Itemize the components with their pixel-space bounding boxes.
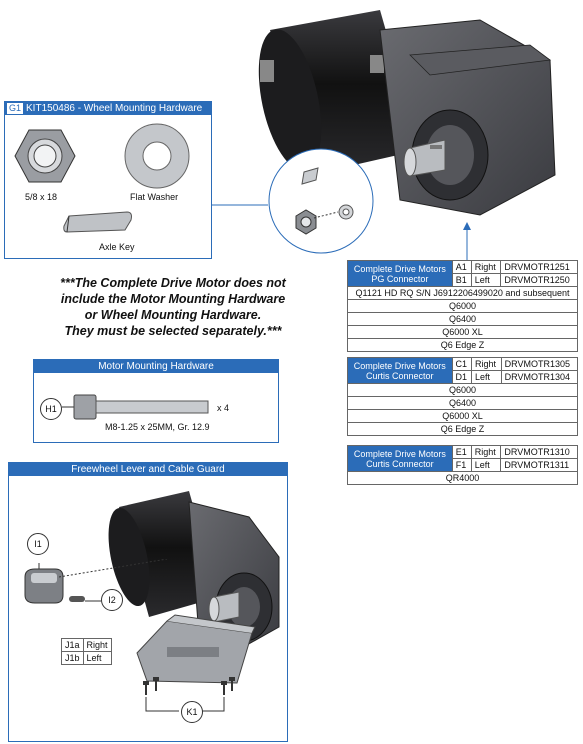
model-cell: Q6400	[347, 396, 578, 410]
j-side: Left	[82, 651, 112, 665]
washer-label: Flat Washer	[130, 192, 179, 202]
curtis2-table-header: Complete Drive Motors Curtis Connector	[347, 445, 453, 472]
row-part: DRVMOTR1250	[500, 273, 578, 287]
row-code: F1	[451, 458, 472, 472]
notice-line-2: include the Motor Mounting Hardware	[60, 292, 286, 306]
row-side: Left	[470, 273, 502, 287]
bolt-qty: x 4	[217, 403, 230, 413]
pg-connector-table: Complete Drive Motors PG Connector A1 Ri…	[347, 260, 578, 352]
callout-h1: H1	[40, 398, 62, 420]
bolt-spec: M8-1.25 x 25MM, Gr. 12.9	[105, 422, 210, 432]
table-row: Complete Drive Motors Curtis Connector E…	[347, 445, 578, 472]
callout-i2: I2	[101, 589, 123, 611]
model-cell: QR4000	[347, 471, 578, 485]
j-code: J1b	[61, 651, 84, 665]
curtis1-header-line-1: Complete Drive Motors	[353, 360, 446, 371]
model-cell: Q6000 XL	[347, 325, 578, 339]
model-cell: Q6 Edge Z	[347, 422, 578, 436]
table-row: Q1121 HD RQ S/N J6912206499020 and subse…	[347, 286, 578, 300]
row-part: DRVMOTR1304	[500, 370, 579, 384]
table-row: Q6 Edge Z	[347, 338, 578, 352]
freewheel-lever-icon	[24, 563, 64, 604]
nut-label: 5/8 x 18	[25, 192, 58, 202]
table-row: Q6400	[347, 396, 578, 410]
row-code: A1	[451, 260, 472, 274]
hex-nut-icon	[14, 129, 76, 183]
row-code: D1	[451, 370, 473, 384]
notice-line-1: ***The Complete Drive Motor does not	[60, 276, 286, 290]
j1-table: J1a Right J1b Left	[61, 638, 112, 665]
freewheel-lever-box: Freewheel Lever and Cable Guard I1 I2 J1…	[8, 462, 288, 742]
table-row: J1a Right	[61, 638, 112, 652]
table-row: Q6400	[347, 312, 578, 326]
curtis1-table-header: Complete Drive Motors Curtis Connector	[347, 357, 453, 384]
flat-washer-icon	[124, 123, 190, 189]
row-side: Left	[470, 458, 502, 472]
i2-leader	[85, 600, 101, 602]
curtis-connector-table-2: Complete Drive Motors Curtis Connector E…	[347, 445, 578, 485]
wheel-hw-title: KIT150486 - Wheel Mounting Hardware	[26, 103, 203, 114]
callout-k1: K1	[181, 701, 203, 723]
row-side: Right	[470, 445, 502, 459]
row-part: DRVMOTR1310	[500, 445, 578, 459]
row-code: E1	[451, 445, 472, 459]
detail-connector-line	[210, 204, 268, 206]
pin-icon	[69, 596, 85, 602]
model-cell: Q1121 HD RQ S/N J6912206499020 and subse…	[347, 286, 578, 300]
pg-header-line-2: PG Connector	[371, 273, 429, 284]
key-label: Axle Key	[99, 242, 135, 252]
pg-table-header: Complete Drive Motors PG Connector	[347, 260, 453, 287]
row-code: B1	[451, 273, 472, 287]
table-row: Q6000 XL	[347, 325, 578, 339]
curtis1-header-line-2: Curtis Connector	[365, 370, 434, 381]
model-cell: Q6000	[347, 383, 578, 397]
model-cell: Q6 Edge Z	[347, 338, 578, 352]
table-row: Q6000	[347, 383, 578, 397]
bolt-icon	[62, 394, 209, 420]
j-code: J1a	[61, 638, 84, 652]
table-row: Q6 Edge Z	[347, 422, 578, 436]
table-row: Complete Drive Motors PG Connector A1 Ri…	[347, 260, 578, 287]
model-cell: Q6000 XL	[347, 409, 578, 423]
curtis2-header-line-1: Complete Drive Motors	[353, 448, 446, 459]
table-row: QR4000	[347, 471, 578, 485]
row-side: Left	[471, 370, 502, 384]
row-part: DRVMOTR1305	[500, 357, 579, 371]
table-row: B1 Left DRVMOTR1250	[348, 273, 578, 287]
wheel-hw-tag: G1	[7, 103, 24, 114]
row-part: DRVMOTR1311	[500, 458, 578, 472]
row-side: Right	[470, 260, 502, 274]
notice-line-3: or Wheel Mounting Hardware.	[84, 308, 262, 322]
model-cell: Q6400	[347, 312, 578, 326]
freewheel-title: Freewheel Lever and Cable Guard	[9, 463, 287, 476]
model-cell: Q6000	[347, 299, 578, 313]
notice-line-4: They must be selected separately.***	[64, 324, 282, 338]
j-side: Right	[82, 638, 112, 652]
axle-key-icon	[63, 211, 132, 233]
table-row: D1 Left DRVMOTR1304	[348, 370, 579, 384]
screws-icon	[143, 677, 235, 712]
table-row: Q6000 XL	[347, 409, 578, 423]
pg-header-line-1: Complete Drive Motors	[353, 263, 446, 274]
callout-i1: I1	[27, 533, 49, 555]
assembly-dashed-line	[59, 559, 168, 578]
table-row: Complete Drive Motors Curtis Connector C…	[347, 357, 579, 384]
row-part: DRVMOTR1251	[500, 260, 578, 274]
table-row: Q6000	[347, 299, 578, 313]
drive-motor-illustration	[258, 10, 556, 216]
curtis-connector-table-1: Complete Drive Motors Curtis Connector C…	[347, 357, 579, 436]
row-side: Right	[471, 357, 502, 371]
table-row: J1b Left	[61, 651, 112, 665]
cable-guard-icon	[136, 614, 256, 684]
curtis2-header-line-2: Curtis Connector	[366, 458, 434, 469]
notice-text: ***The Complete Drive Motor does not inc…	[8, 275, 338, 339]
table-leader-arrow	[463, 222, 471, 262]
motor-hw-title: Motor Mounting Hardware	[34, 360, 278, 373]
row-code: C1	[451, 357, 473, 371]
axle-detail-circle	[268, 148, 374, 254]
motor-mounting-hardware-box: Motor Mounting Hardware H1 x 4 M8-1.25 x…	[33, 359, 279, 443]
